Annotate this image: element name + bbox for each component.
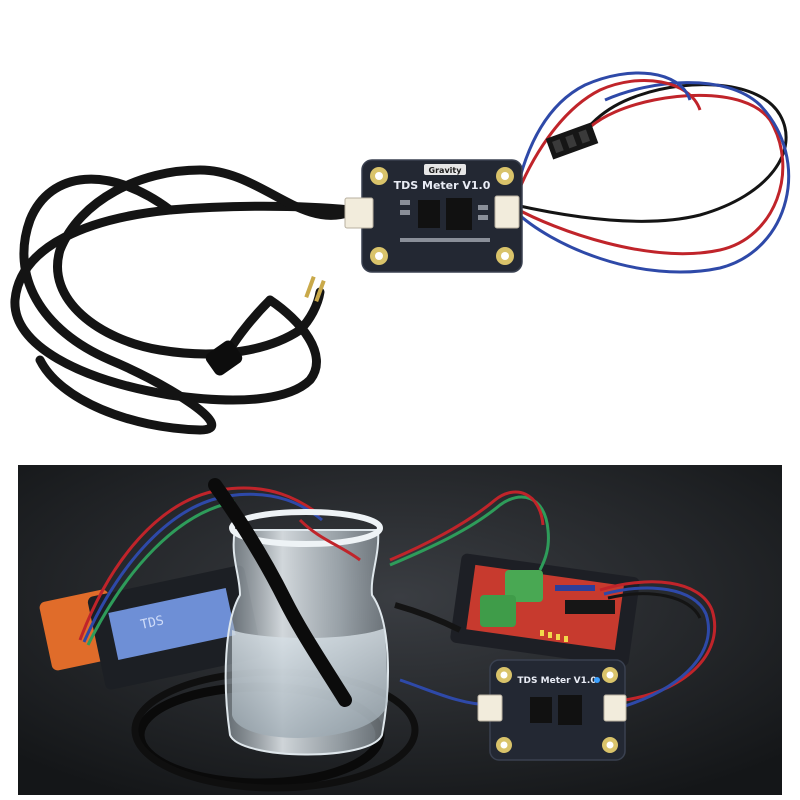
lcd-line-1: TDS [139, 613, 165, 633]
tds-probe [208, 478, 352, 707]
ferrite-bead [205, 340, 243, 376]
top-photo: Gravity TDS Meter V1.0 [10, 71, 791, 435]
ic-chip [446, 198, 472, 230]
bottom-photo: TDS [18, 465, 782, 795]
ic-chip [418, 200, 440, 228]
board-brand-label: Gravity [429, 166, 463, 175]
bottom-wires [78, 486, 717, 708]
tds-board-bottom: TDS Meter V1.0 [477, 659, 627, 761]
probe-jst-connector [344, 197, 374, 229]
signal-jst-connector [494, 195, 520, 229]
probe-cable [10, 165, 355, 435]
lcd-display: TDS [39, 565, 262, 690]
probe-pins [304, 275, 326, 303]
tds-board-top: Gravity TDS Meter V1.0 [344, 159, 523, 273]
board-title-label-bottom: TDS Meter V1.0 [517, 676, 596, 686]
water [232, 628, 388, 738]
board-title-label: TDS Meter V1.0 [394, 179, 491, 192]
arduino-board [450, 553, 640, 667]
power-led [594, 677, 600, 683]
signal-wires [513, 71, 791, 274]
glass-jar [208, 478, 389, 756]
